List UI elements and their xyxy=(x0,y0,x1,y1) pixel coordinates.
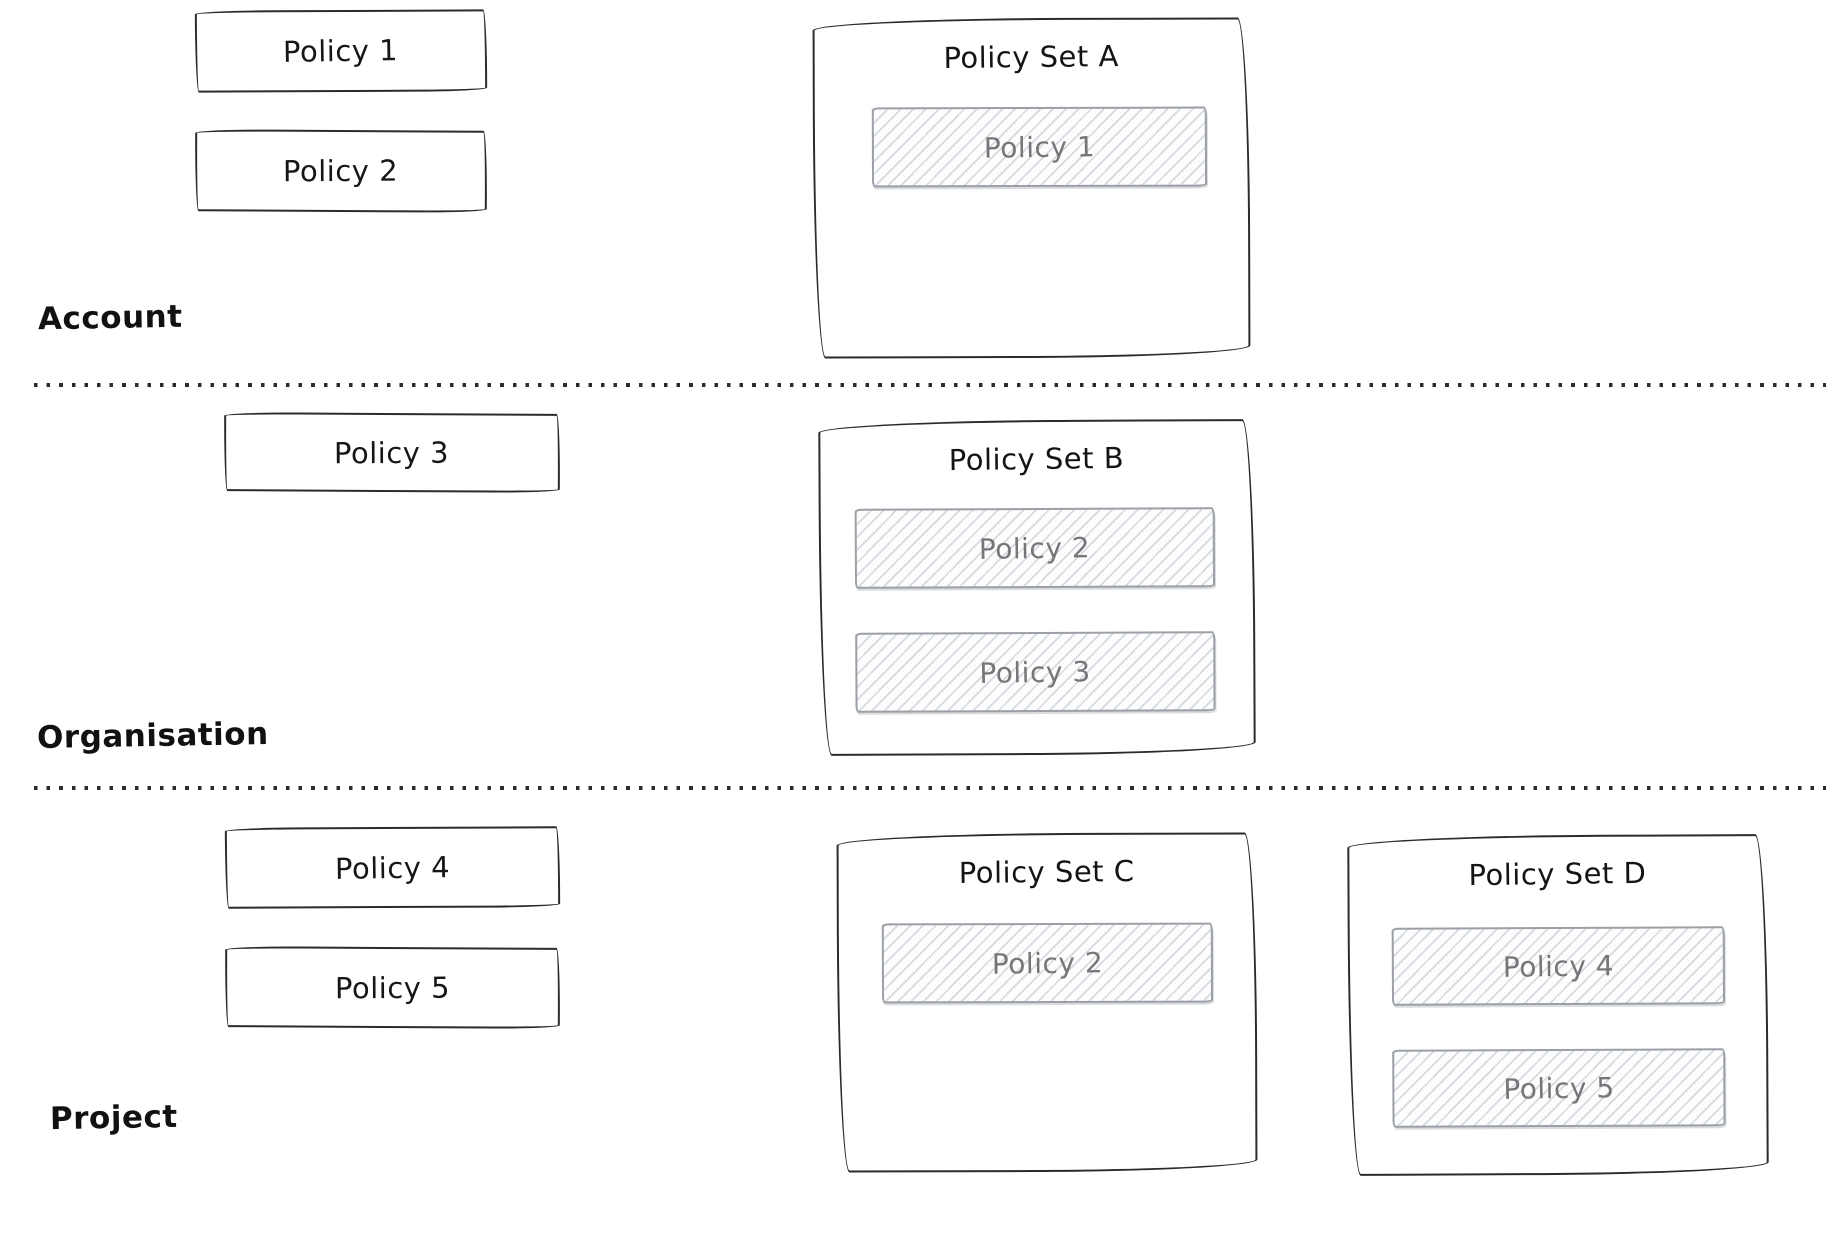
tier-label-organisation: Organisation xyxy=(36,715,269,757)
policy-box-label: Policy 4 xyxy=(334,849,451,886)
policy-box-label: Policy 1 xyxy=(283,33,399,69)
policy-box-1: Policy 1 xyxy=(194,9,488,93)
member-label: Policy 4 xyxy=(1502,948,1615,984)
policy-set-d-member-policy-5: Policy 5 xyxy=(1392,1048,1726,1128)
policy-set-b-member-policy-2: Policy 2 xyxy=(854,507,1216,589)
policy-set-d-member-policy-4: Policy 4 xyxy=(1391,926,1725,1006)
policy-set-title: Policy Set C xyxy=(958,854,1135,890)
policy-set-b-member-policy-3: Policy 3 xyxy=(855,631,1216,713)
policy-set-b: Policy Set B Policy 2 Policy 3 xyxy=(818,419,1256,756)
policy-set-d: Policy Set D Policy 4 Policy 5 xyxy=(1347,834,1769,1176)
policy-set-c-member-policy-2: Policy 2 xyxy=(881,922,1214,1004)
policy-box-label: Policy 3 xyxy=(334,435,450,470)
tier-divider-organisation-project xyxy=(34,786,1826,790)
policy-set-a: Policy Set A Policy 1 xyxy=(812,17,1251,359)
member-label: Policy 2 xyxy=(978,530,1091,566)
policy-box-label: Policy 5 xyxy=(334,970,451,1005)
policy-box-label: Policy 2 xyxy=(283,153,399,189)
policy-box-3: Policy 3 xyxy=(223,412,561,493)
policy-set-a-member-policy-1: Policy 1 xyxy=(871,106,1207,188)
member-label: Policy 3 xyxy=(979,654,1092,690)
member-label: Policy 1 xyxy=(983,129,1096,165)
policy-set-title: Policy Set B xyxy=(948,440,1125,478)
policy-set-title: Policy Set D xyxy=(1468,855,1647,893)
policy-set-title: Policy Set A xyxy=(943,39,1120,75)
policy-box-5: Policy 5 xyxy=(224,946,561,1029)
policy-box-4: Policy 4 xyxy=(224,826,561,909)
policy-set-c: Policy Set C Policy 2 xyxy=(836,832,1258,1173)
policy-box-2: Policy 2 xyxy=(194,129,488,213)
tier-label-account: Account xyxy=(37,298,183,338)
member-label: Policy 5 xyxy=(1502,1070,1615,1106)
tier-divider-account-organisation xyxy=(34,383,1826,387)
tier-label-project: Project xyxy=(49,1098,178,1138)
member-label: Policy 2 xyxy=(991,945,1104,981)
